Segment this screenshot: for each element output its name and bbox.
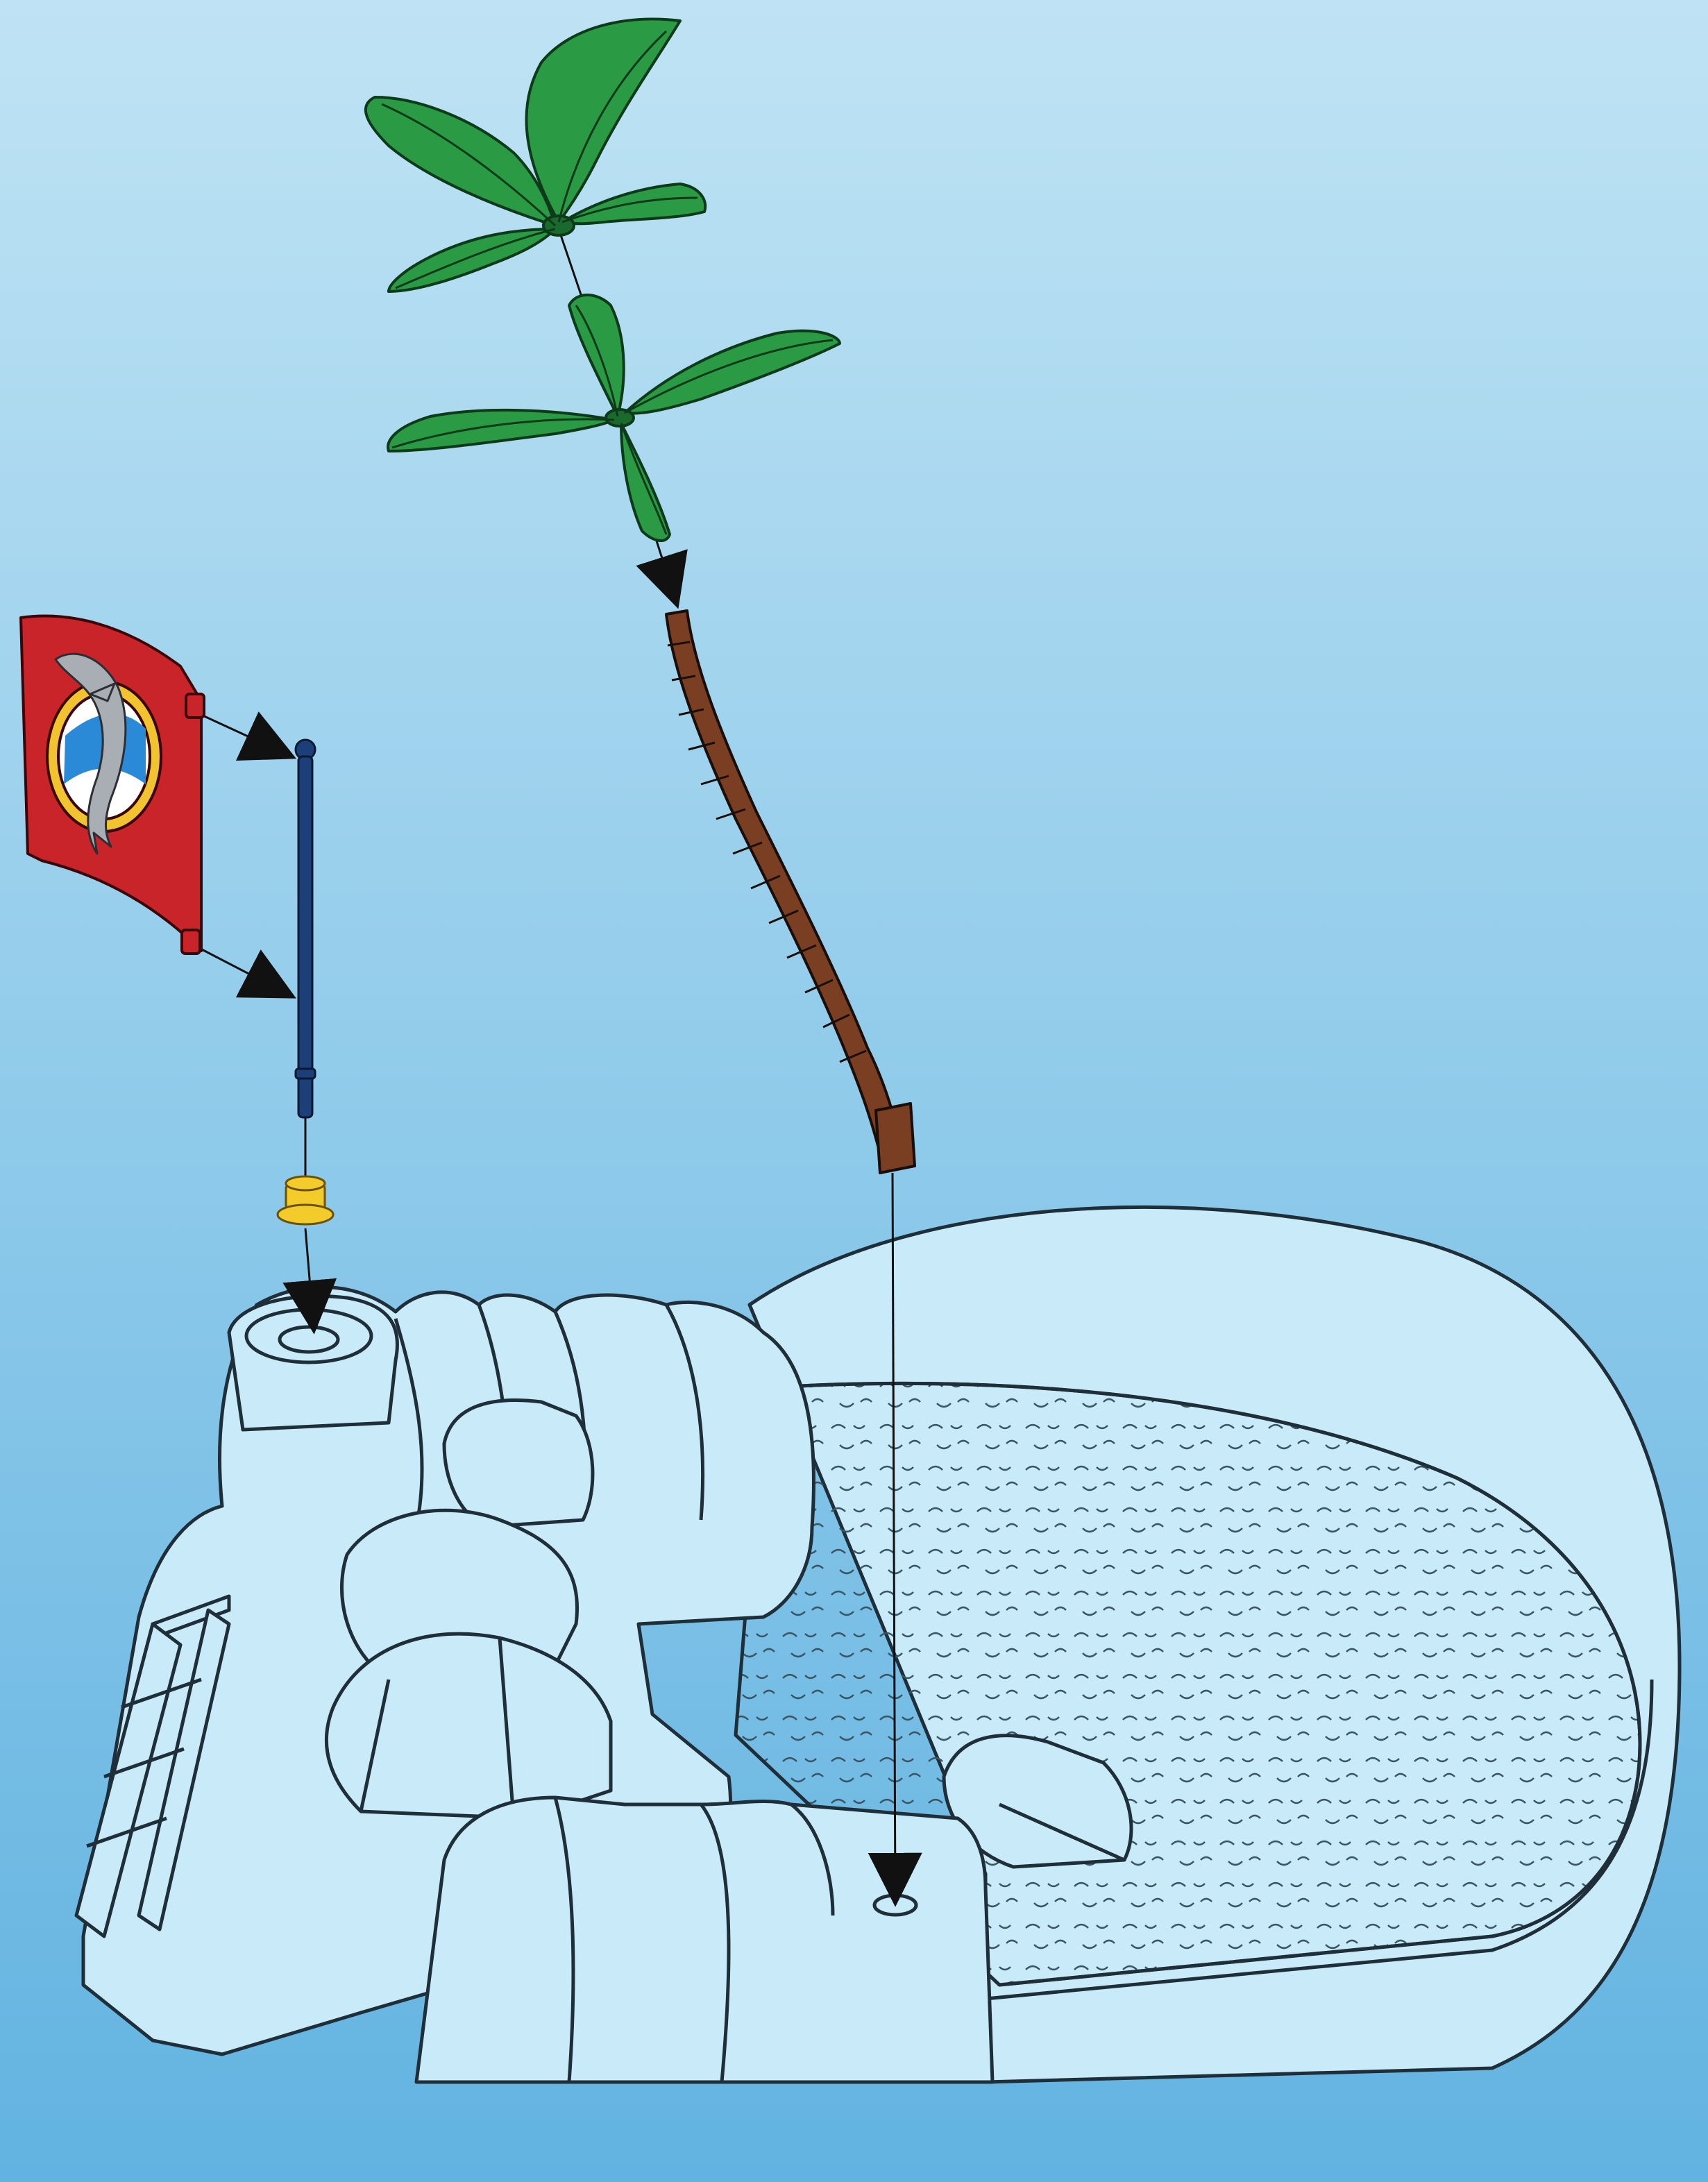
- rock-island-base: [76, 1207, 1680, 2082]
- palm-lower-hub: [606, 409, 634, 426]
- front-rock-column: [416, 1798, 992, 2082]
- boulder-upper: [444, 1401, 593, 1528]
- pole-clip: [278, 1176, 333, 1224]
- flag-pole: [296, 740, 315, 1117]
